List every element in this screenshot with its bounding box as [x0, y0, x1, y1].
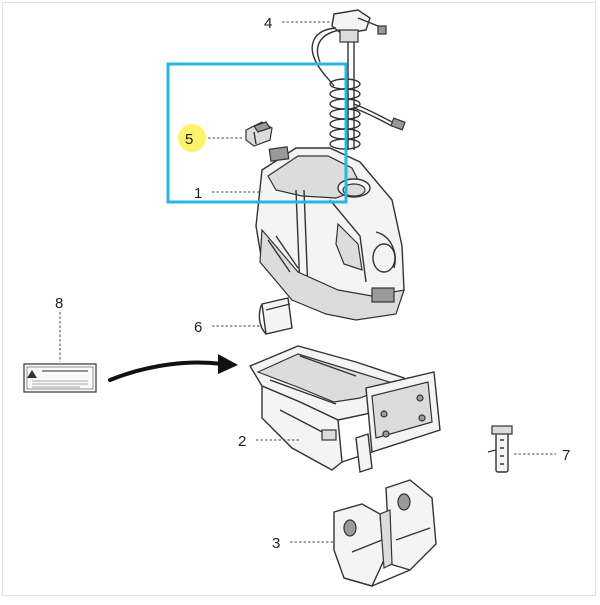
part-7-bolt[interactable]	[487, 425, 513, 473]
part-1-fuel-tank[interactable]	[255, 146, 405, 321]
callout-2[interactable]: 2	[238, 433, 246, 450]
diagram-border	[2, 2, 596, 596]
callout-6[interactable]: 6	[194, 319, 202, 336]
callout-8[interactable]: 8	[55, 295, 63, 312]
highlight-frame	[166, 62, 348, 204]
callout-4[interactable]: 4	[264, 15, 272, 32]
part-3-mounting-bracket[interactable]	[333, 479, 437, 587]
callout-3[interactable]: 3	[272, 535, 280, 552]
placement-arrow	[108, 354, 238, 382]
part-6-rubber-pad[interactable]	[258, 297, 293, 335]
part-5-tank-clip[interactable]	[245, 121, 273, 147]
callout-7[interactable]: 7	[562, 447, 570, 464]
callout-1[interactable]: 1	[194, 185, 202, 202]
part-2-tank-bracket[interactable]	[248, 345, 441, 473]
part-8-warning-label[interactable]	[23, 363, 97, 393]
callout-leaders	[59, 21, 556, 543]
callout-5[interactable]: 5	[185, 131, 193, 148]
callout-5-highlight-marker	[178, 124, 206, 152]
part-4-fuel-pump-assembly[interactable]	[311, 9, 406, 150]
